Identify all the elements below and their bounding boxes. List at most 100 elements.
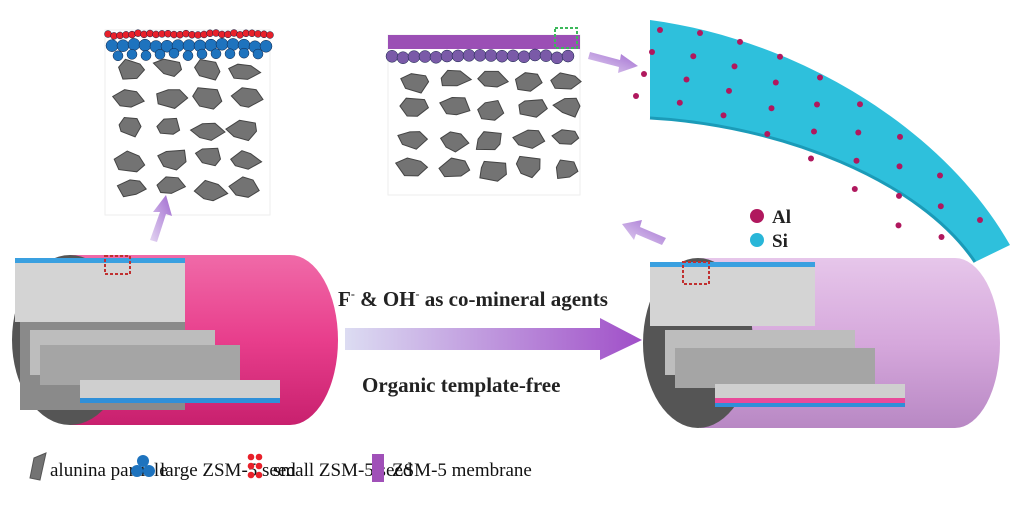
large-seed (196, 48, 208, 60)
large-seed (210, 48, 222, 59)
al-atom (811, 128, 817, 135)
alunina-particles (111, 58, 264, 202)
support-tube (12, 255, 338, 425)
al-atom (720, 112, 727, 119)
alunina-particle (399, 97, 430, 117)
al-atom (649, 49, 655, 55)
seed (473, 49, 487, 62)
al-atom-icon (750, 209, 764, 223)
process-template-label: Organic template-free (362, 373, 560, 397)
alunina-particle (518, 99, 548, 118)
al-atom (731, 63, 738, 70)
seed (517, 50, 531, 64)
alunina-particle (194, 58, 221, 81)
alunina-particle (225, 119, 258, 142)
process-agents-label: F- & OH- as co-mineral agents (338, 287, 608, 311)
seed (561, 49, 575, 63)
process-arrow-icon (345, 318, 642, 360)
alunina-particle (194, 147, 222, 167)
alunina-particle (397, 131, 429, 150)
small-seed (266, 31, 274, 39)
al-atom (641, 71, 647, 77)
alunina-particle (156, 176, 187, 194)
seed (451, 49, 465, 63)
alunina-particle (193, 179, 229, 202)
legend-label: ZSM-5 membrane (392, 460, 532, 481)
al-atom (737, 38, 743, 45)
large-seed-icon (131, 455, 155, 477)
large-seed (182, 50, 194, 61)
large-seed (154, 49, 166, 60)
alunina-particle (479, 160, 507, 182)
large-seed (138, 38, 152, 52)
legend: alunina particle large ZSM-5 seed small … (29, 452, 532, 482)
al-atom (808, 155, 814, 162)
seed (385, 50, 399, 63)
al-atom (896, 192, 902, 199)
al-atom (851, 186, 858, 192)
al-atom (683, 76, 690, 83)
zoom-box (104, 255, 131, 275)
zsm5-membrane-layer (388, 35, 580, 49)
seed (484, 49, 498, 62)
al-label: Al (772, 207, 791, 228)
al-atom (817, 74, 823, 81)
alunina-particle (230, 87, 264, 108)
alunina-particle (118, 116, 142, 138)
al-atom (697, 30, 703, 36)
seed (528, 48, 542, 62)
alunina-particle (116, 179, 147, 198)
crystal-structure (633, 20, 1010, 263)
alunina-particle (550, 72, 582, 90)
alunina-particle (440, 69, 473, 87)
small-seed (134, 29, 142, 37)
arrow-back-icon (622, 220, 666, 245)
large-seed (127, 38, 141, 51)
alunina-particle (228, 176, 260, 198)
seed (506, 49, 520, 63)
alunina-particle (512, 129, 546, 149)
al-atom (897, 133, 903, 140)
large-seed (112, 50, 124, 62)
al-atom (726, 87, 732, 94)
alunina-particle (118, 58, 146, 80)
al-atom (937, 172, 943, 179)
al-atom (814, 101, 820, 108)
al-atom (853, 157, 860, 164)
alunina-particle (552, 97, 581, 118)
process-step: F- & OH- as co-mineral agents Organic te… (338, 287, 642, 397)
alunina-particle (514, 72, 543, 92)
al-atom (657, 27, 663, 33)
al-atom (895, 222, 902, 229)
arrow-right-icon (588, 52, 638, 73)
arrow-up-icon (150, 195, 172, 242)
membrane-tube (643, 258, 1000, 428)
seed (495, 49, 509, 63)
large-seed-layer (105, 38, 273, 62)
alunina-particle (228, 63, 262, 80)
alunina-particle (551, 129, 580, 145)
al-atom (937, 203, 944, 210)
al-atom (633, 93, 639, 99)
large-seed (224, 48, 236, 59)
large-seed (126, 49, 138, 60)
alunina-particle (152, 58, 183, 78)
seeded-support-panel (104, 29, 274, 216)
alunina-particle (230, 150, 263, 170)
alunina-particles (394, 69, 582, 182)
membrane-panel (385, 27, 582, 196)
large-seed (182, 39, 196, 52)
seed (440, 49, 454, 63)
alunina-particle (439, 96, 471, 116)
atom-legend: Al Si (750, 207, 791, 252)
al-atom (772, 79, 779, 86)
alunina-particle (157, 149, 187, 171)
alunina-particle (515, 155, 541, 179)
al-atom (768, 105, 775, 112)
si-label: Si (772, 231, 788, 252)
small-seed-layer (104, 29, 274, 40)
alunina-particle (475, 131, 502, 151)
seed (429, 51, 443, 64)
seed (407, 50, 421, 63)
